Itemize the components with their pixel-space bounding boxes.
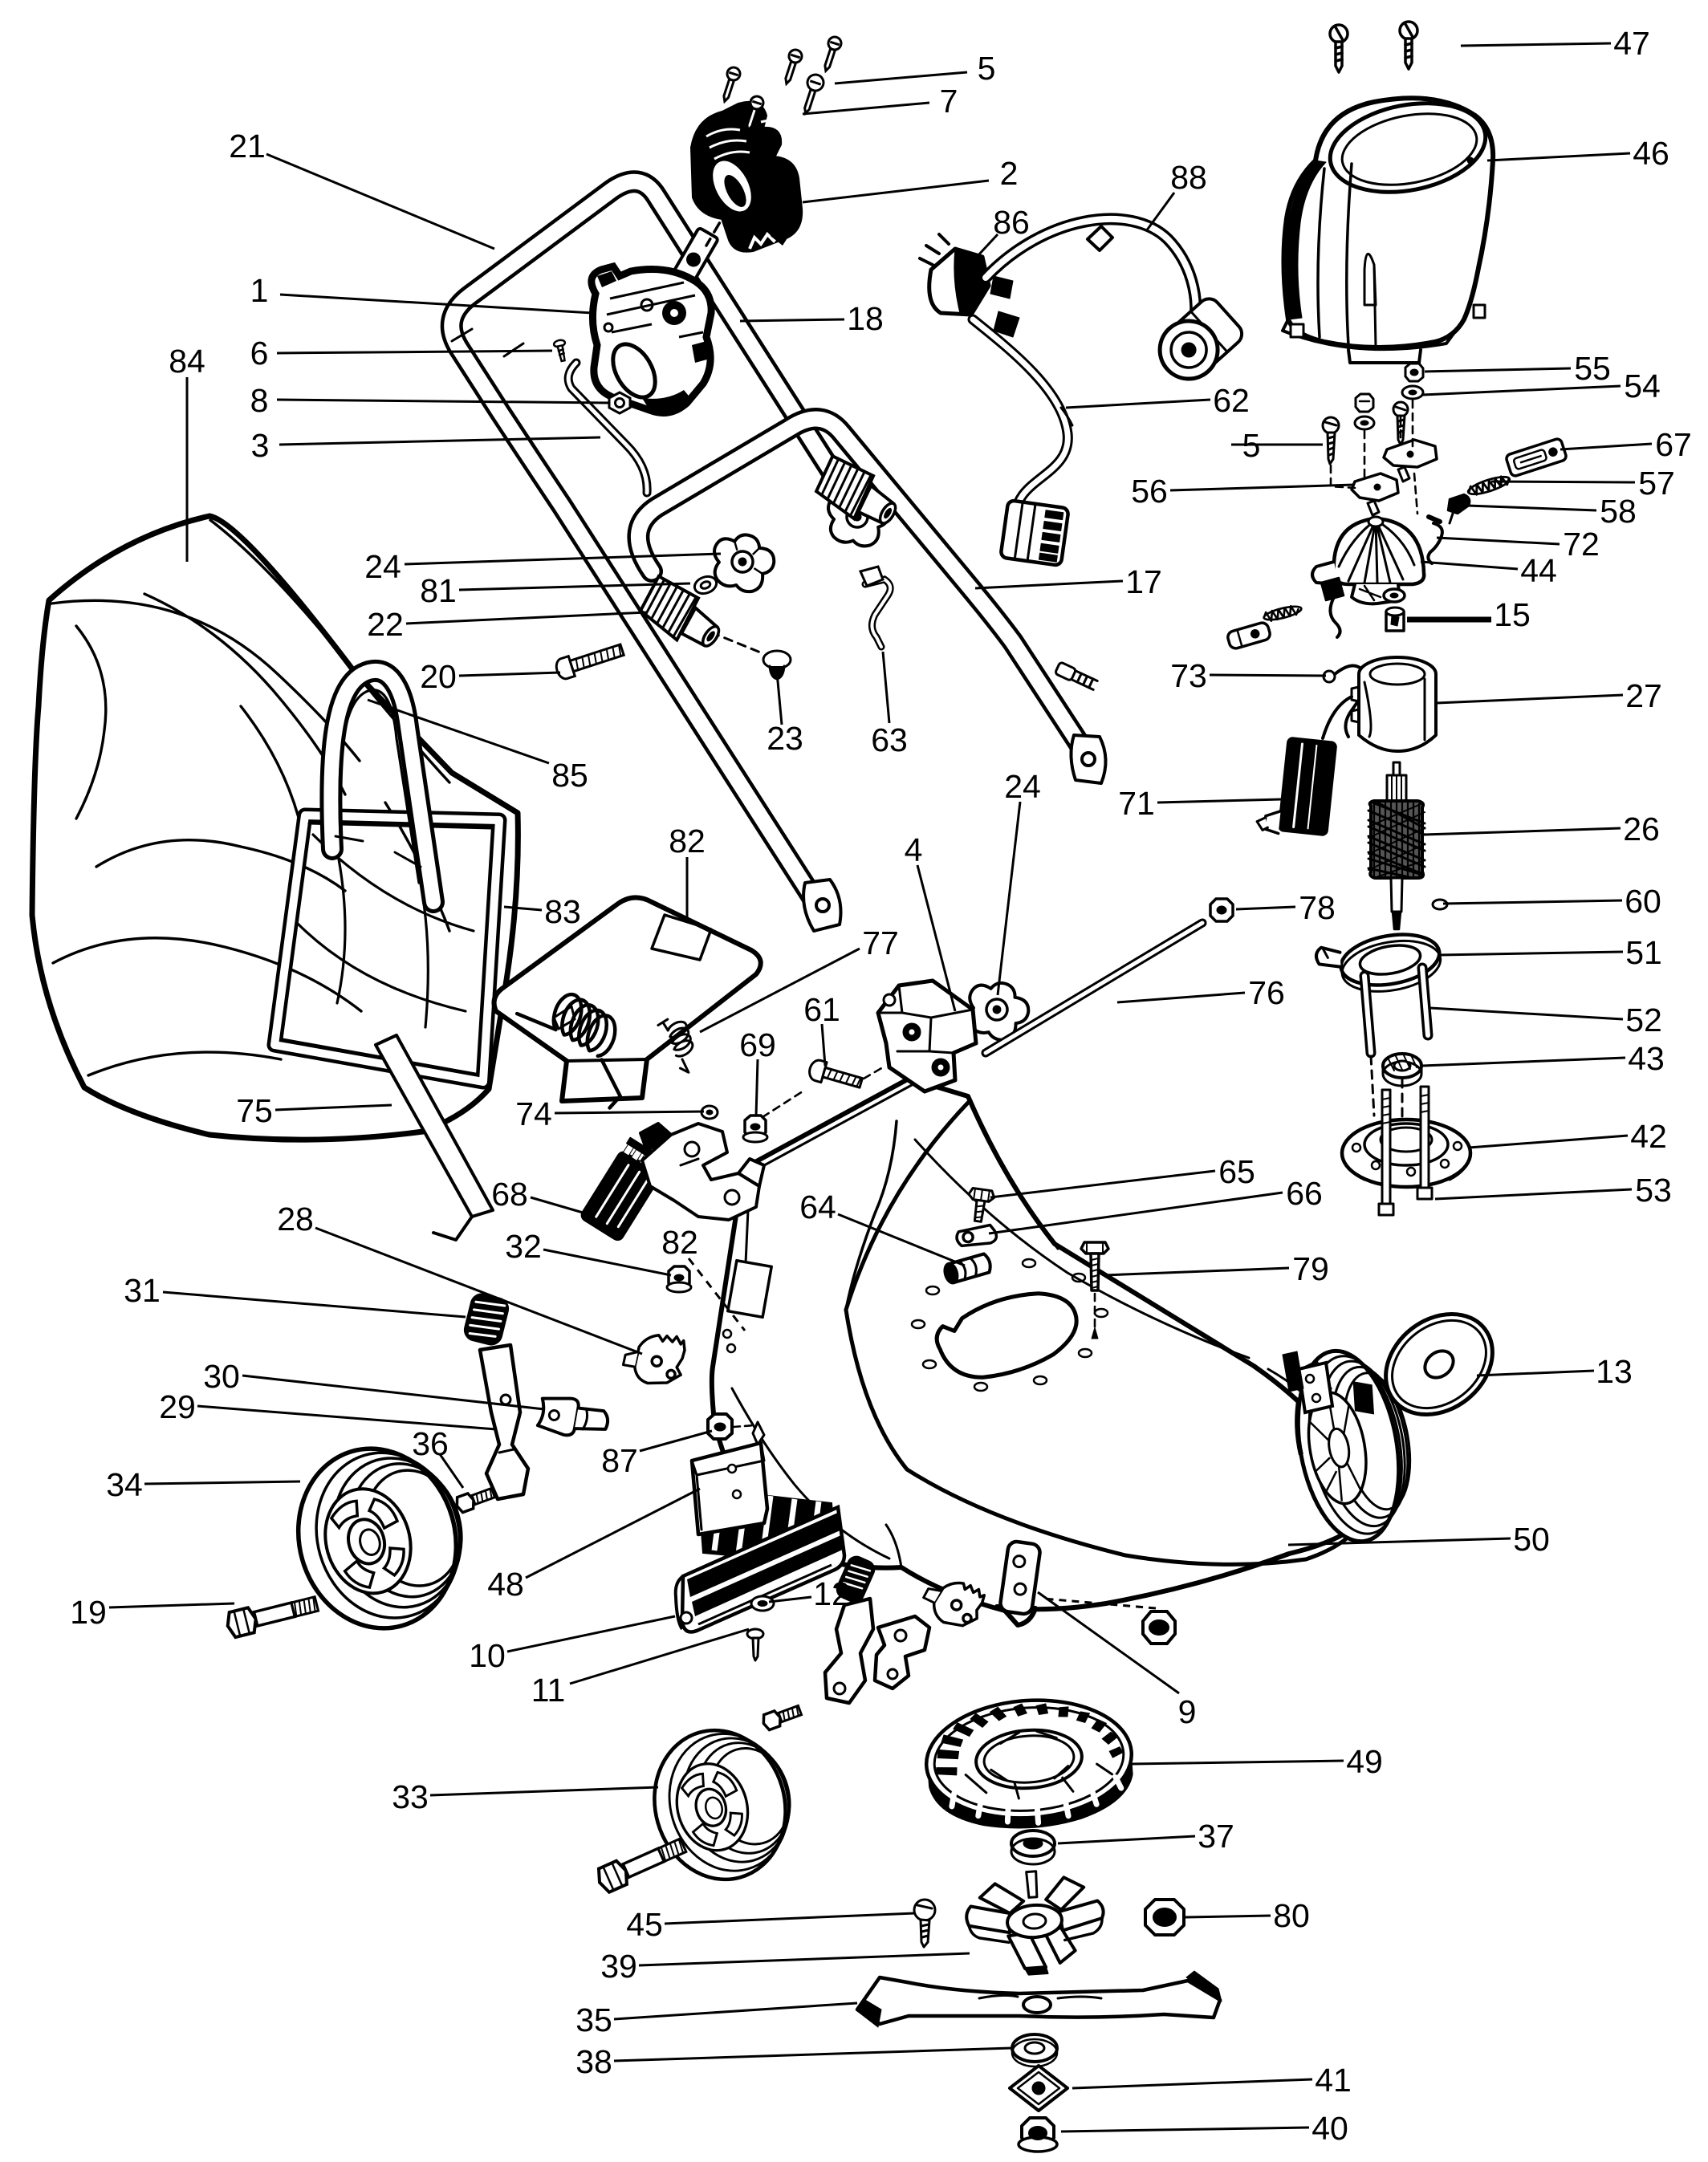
- svg-text:8: 8: [250, 382, 269, 419]
- svg-text:11: 11: [531, 1672, 566, 1709]
- svg-text:21: 21: [229, 128, 266, 165]
- svg-text:48: 48: [487, 1566, 524, 1603]
- svg-text:73: 73: [1170, 657, 1207, 694]
- svg-text:33: 33: [392, 1778, 429, 1815]
- svg-text:81: 81: [420, 572, 457, 609]
- svg-text:85: 85: [551, 757, 588, 794]
- svg-text:87: 87: [601, 1442, 638, 1479]
- svg-text:6: 6: [250, 335, 269, 372]
- svg-text:60: 60: [1625, 883, 1661, 920]
- svg-text:5: 5: [1242, 427, 1261, 464]
- svg-text:49: 49: [1346, 1743, 1383, 1780]
- svg-text:23: 23: [767, 720, 803, 757]
- svg-text:37: 37: [1198, 1818, 1234, 1855]
- svg-text:20: 20: [420, 658, 457, 695]
- svg-text:75: 75: [236, 1092, 273, 1129]
- svg-text:5: 5: [978, 50, 996, 87]
- svg-text:38: 38: [575, 2043, 612, 2080]
- svg-text:22: 22: [367, 606, 404, 643]
- svg-text:40: 40: [1312, 2110, 1348, 2147]
- svg-text:67: 67: [1655, 426, 1692, 463]
- svg-text:18: 18: [847, 300, 884, 337]
- svg-text:42: 42: [1630, 1118, 1667, 1155]
- svg-text:53: 53: [1635, 1172, 1672, 1209]
- svg-text:2: 2: [1000, 155, 1019, 192]
- svg-text:57: 57: [1638, 465, 1675, 502]
- svg-text:30: 30: [203, 1358, 240, 1395]
- svg-text:86: 86: [993, 204, 1030, 241]
- svg-text:74: 74: [515, 1095, 552, 1132]
- svg-text:4: 4: [905, 831, 923, 868]
- svg-text:12: 12: [813, 1575, 850, 1612]
- svg-text:46: 46: [1633, 135, 1669, 172]
- svg-text:24: 24: [1004, 768, 1041, 805]
- svg-text:55: 55: [1574, 350, 1611, 387]
- svg-text:17: 17: [1125, 563, 1162, 600]
- svg-text:41: 41: [1315, 2062, 1352, 2099]
- svg-text:44: 44: [1520, 552, 1557, 589]
- svg-text:36: 36: [412, 1425, 449, 1462]
- svg-text:61: 61: [803, 991, 840, 1028]
- svg-text:72: 72: [1563, 526, 1600, 563]
- svg-text:84: 84: [169, 343, 205, 380]
- svg-text:28: 28: [277, 1201, 314, 1237]
- svg-text:76: 76: [1248, 974, 1285, 1011]
- svg-text:79: 79: [1292, 1250, 1329, 1287]
- svg-text:24: 24: [364, 548, 401, 585]
- svg-text:10: 10: [469, 1637, 506, 1674]
- svg-text:1: 1: [250, 272, 269, 309]
- svg-text:19: 19: [70, 1594, 107, 1631]
- svg-text:9: 9: [1178, 1693, 1197, 1730]
- svg-text:54: 54: [1624, 368, 1661, 404]
- svg-text:62: 62: [1213, 382, 1250, 419]
- svg-text:26: 26: [1623, 811, 1660, 847]
- svg-text:63: 63: [871, 721, 908, 758]
- svg-text:56: 56: [1131, 473, 1168, 510]
- svg-text:69: 69: [739, 1026, 776, 1063]
- svg-text:34: 34: [106, 1466, 143, 1503]
- svg-text:43: 43: [1628, 1040, 1665, 1077]
- svg-text:47: 47: [1613, 25, 1650, 62]
- svg-text:71: 71: [1118, 785, 1155, 822]
- svg-text:82: 82: [661, 1224, 698, 1261]
- svg-text:65: 65: [1218, 1153, 1255, 1190]
- svg-text:39: 39: [600, 1948, 637, 1985]
- svg-text:88: 88: [1170, 159, 1207, 196]
- svg-text:15: 15: [1494, 596, 1531, 633]
- svg-text:77: 77: [862, 925, 899, 961]
- svg-text:51: 51: [1625, 934, 1662, 971]
- svg-text:64: 64: [799, 1189, 836, 1225]
- svg-text:83: 83: [544, 893, 581, 930]
- svg-text:29: 29: [159, 1388, 196, 1425]
- svg-text:50: 50: [1513, 1521, 1550, 1558]
- svg-text:3: 3: [251, 427, 270, 464]
- svg-text:78: 78: [1299, 889, 1336, 926]
- svg-text:82: 82: [669, 823, 706, 860]
- svg-text:68: 68: [491, 1176, 528, 1213]
- svg-text:35: 35: [575, 2001, 612, 2038]
- svg-text:27: 27: [1625, 677, 1662, 714]
- svg-text:80: 80: [1273, 1897, 1310, 1934]
- svg-text:32: 32: [505, 1228, 542, 1265]
- svg-text:7: 7: [940, 83, 958, 120]
- svg-text:58: 58: [1600, 493, 1637, 530]
- svg-text:66: 66: [1286, 1175, 1323, 1212]
- svg-text:45: 45: [626, 1906, 663, 1943]
- svg-text:31: 31: [124, 1272, 161, 1309]
- svg-text:13: 13: [1596, 1353, 1633, 1390]
- svg-text:52: 52: [1625, 1002, 1662, 1038]
